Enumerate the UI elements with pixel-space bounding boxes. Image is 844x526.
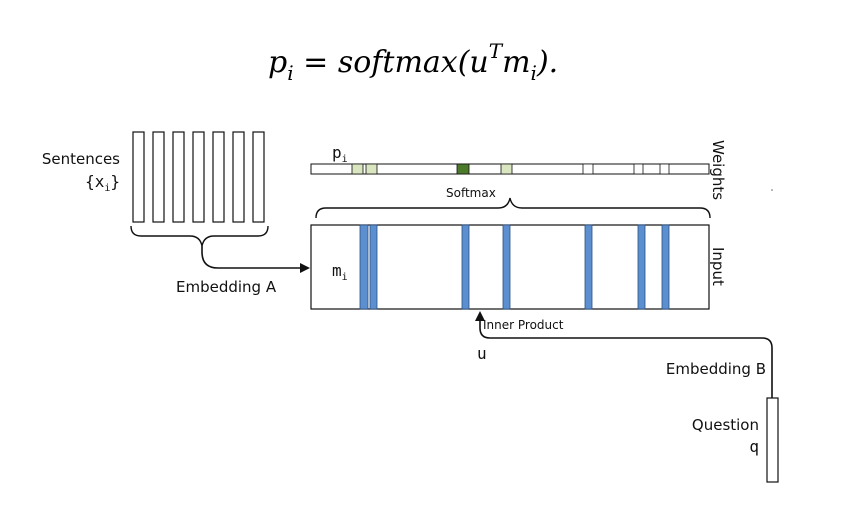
memory-bar	[502, 224, 511, 310]
xi-open: {x	[85, 172, 105, 191]
inner-product-arrowhead	[475, 311, 485, 321]
mi-label: mi	[332, 261, 348, 283]
formula-m: m	[502, 45, 530, 80]
softmax-formula: pi = softmax(uTmi).	[268, 39, 558, 85]
weight-cell-peak	[456, 163, 470, 175]
sentence-bar	[252, 131, 265, 223]
formula-lhs-sub: i	[287, 61, 293, 85]
question-bar	[766, 397, 779, 483]
sentences-xi-label: {xi}	[85, 172, 120, 194]
inner-product-label: Inner Product	[483, 318, 564, 332]
formula-eq: = softmax(u	[294, 45, 489, 80]
xi-close: }	[110, 172, 120, 191]
mi-main: m	[332, 261, 342, 280]
input-label: Input	[709, 247, 727, 286]
question-label: Question	[692, 416, 759, 434]
sentence-bar	[172, 131, 185, 223]
formula-sup: T	[489, 39, 504, 63]
softmax-brace	[315, 197, 711, 219]
sentence-bar	[192, 131, 205, 223]
sentence-bar	[212, 131, 225, 223]
embedding-a-arrow-line	[201, 246, 302, 269]
pi-sub: i	[342, 154, 348, 165]
pi-label: pi	[332, 143, 348, 165]
memory-bar	[661, 224, 670, 310]
memory-bar	[461, 224, 470, 310]
weight-cell	[351, 163, 364, 175]
mi-sub: i	[342, 272, 348, 283]
weight-cell	[633, 163, 644, 175]
xi-sub: i	[104, 183, 110, 194]
memory-bar	[637, 224, 646, 310]
embedding-b-label: Embedding B	[666, 360, 766, 378]
weight-cell	[659, 163, 670, 175]
embedding-a-arrowhead	[300, 263, 310, 273]
memory-bars	[359, 224, 670, 310]
sentences-label: Sentences	[42, 150, 120, 168]
softmax-label: Softmax	[446, 186, 496, 200]
weights-label: Weights	[709, 140, 727, 200]
question-q-label: q	[749, 437, 759, 456]
formula-m-sub: i	[531, 61, 537, 85]
memory-bar	[359, 224, 369, 310]
weight-cell	[500, 163, 513, 175]
sentence-bars	[132, 131, 265, 223]
weight-cell	[365, 163, 378, 175]
embedding-b-arrow-line	[479, 320, 773, 398]
stray-dot	[771, 189, 773, 191]
memory-bar	[369, 224, 378, 310]
weight-cells	[351, 163, 670, 175]
embedding-a-label: Embedding A	[176, 278, 277, 296]
pi-main: p	[332, 143, 342, 162]
memory-bar	[584, 224, 593, 310]
sentence-bar	[152, 131, 165, 223]
sentence-bar	[132, 131, 145, 223]
formula-tail: ).	[536, 45, 558, 80]
sentence-bar	[232, 131, 245, 223]
sentences-brace	[130, 225, 269, 247]
formula-lhs: p	[268, 45, 287, 80]
u-label: u	[477, 344, 487, 363]
weight-cell	[582, 163, 594, 175]
